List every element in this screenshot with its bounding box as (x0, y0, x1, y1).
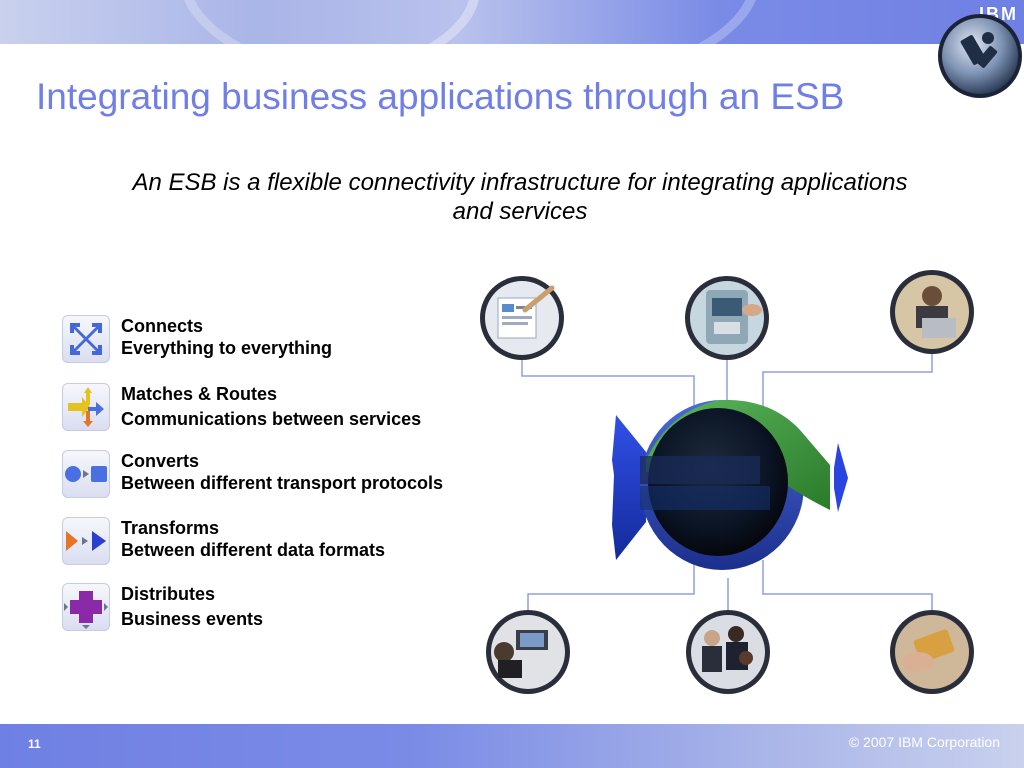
distribute-cross-icon (62, 583, 110, 631)
page-number: 11 (28, 737, 41, 751)
meeting-laptop-photo (486, 610, 570, 694)
documents-photo (480, 276, 564, 360)
bus-channel (640, 456, 760, 484)
feature-title: Converts (121, 451, 200, 471)
header-band: IBM (0, 0, 1024, 44)
feature-desc: Between different transport protocols (121, 473, 444, 493)
copyright-text: © 2007 IBM Corporation (848, 734, 1000, 750)
gear-emblem-icon (938, 14, 1022, 98)
cross-arrows-icon (62, 315, 110, 363)
convert-shapes-icon (62, 450, 110, 498)
feature-title: Matches & Routes (121, 384, 278, 404)
route-arrows-icon (62, 383, 110, 431)
feature-title: Transforms (121, 518, 220, 538)
feature-title: Connects (121, 316, 204, 336)
left-flow-arrow (612, 415, 646, 560)
feature-desc: Communications between services (121, 409, 422, 429)
feature-converts: Converts Between different transport pro… (62, 447, 492, 498)
slide-subtitle: An ESB is a flexible connectivity infras… (132, 169, 908, 225)
header-swoosh (180, 0, 760, 44)
feature-desc: Between different data formats (121, 540, 386, 560)
feature-transforms: Transforms Between different data format… (62, 514, 492, 565)
credit-card-photo (890, 610, 974, 694)
feature-connects: Connects Everything to everything (62, 312, 492, 363)
page-title: Integrating business applications throug… (36, 76, 845, 117)
transform-triangles-icon (62, 517, 110, 565)
feature-desc: Business events (121, 609, 264, 629)
bus-channel (640, 486, 770, 510)
laptop-user-photo (890, 270, 974, 354)
right-flow-arrow (834, 443, 848, 512)
esb-diagram (480, 270, 974, 694)
footer-band: 11 © 2007 IBM Corporation (0, 724, 1024, 768)
feature-distributes: Distributes Business events (62, 580, 492, 631)
feature-matches-routes: Matches & Routes Communications between … (62, 380, 492, 431)
office-team-photo (686, 610, 770, 694)
feature-desc: Everything to everything (121, 338, 333, 358)
atm-photo (685, 276, 769, 360)
feature-title: Distributes (121, 584, 216, 604)
